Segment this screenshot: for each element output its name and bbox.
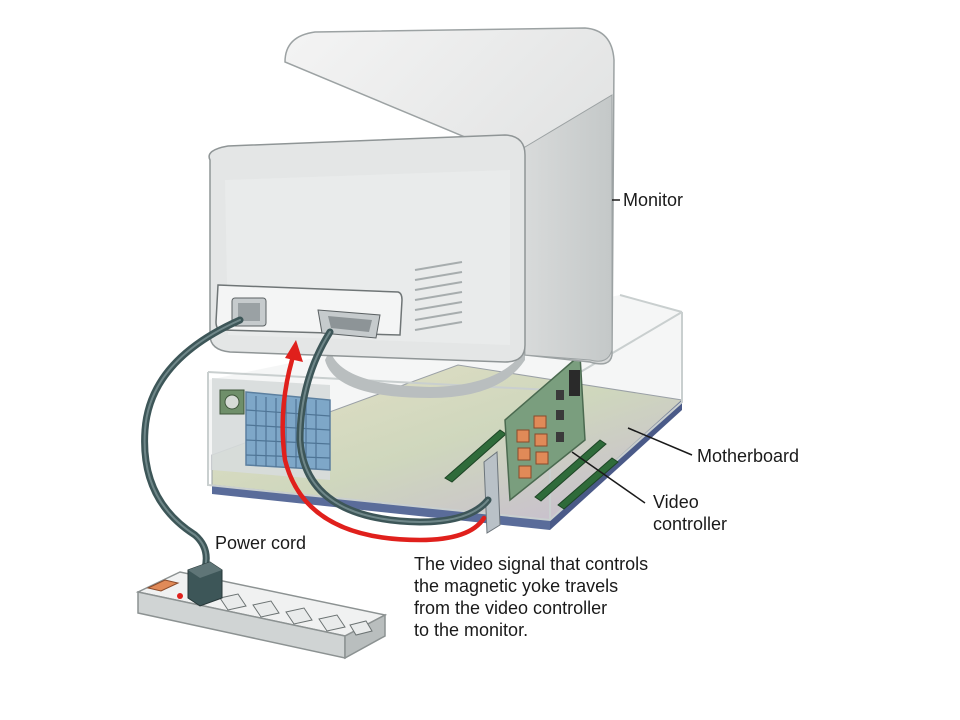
label-video-controller: Video controller [653, 492, 728, 534]
monitor [208, 27, 615, 398]
video-cable [296, 328, 492, 526]
video-signal-arrow [280, 340, 487, 543]
expansion-slots [444, 429, 619, 510]
caption: The video signal that controls the magne… [414, 554, 649, 640]
leader-lines [571, 199, 693, 504]
video-connector [317, 309, 381, 339]
video-controller-card [483, 353, 586, 534]
fan-grille [245, 391, 331, 471]
power-cable [141, 316, 244, 572]
keyboard-port-icon [219, 389, 245, 415]
label-power-cord: Power cord [215, 533, 307, 553]
label-motherboard: Motherboard [697, 446, 800, 466]
power-plug [187, 561, 223, 607]
label-monitor: Monitor [623, 190, 684, 210]
outlets [219, 593, 373, 636]
